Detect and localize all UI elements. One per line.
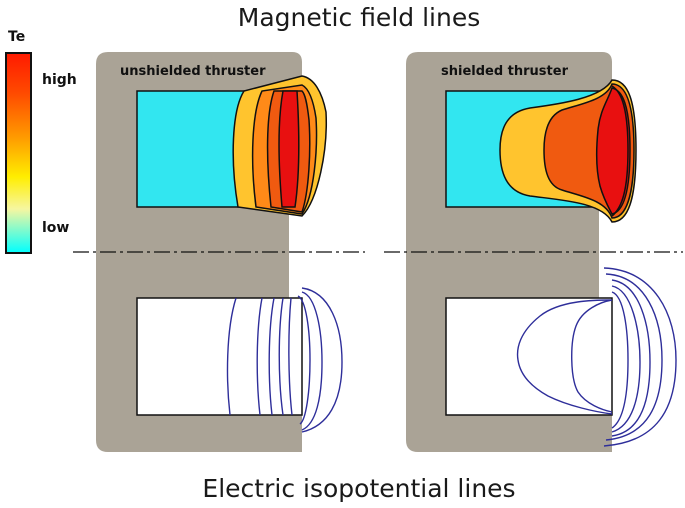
shielded-isopotential-line: [611, 279, 651, 437]
shielded-zone-inner: [611, 85, 629, 217]
unshielded-zone-red: [278, 90, 300, 208]
unshielded-isopotential-line: [288, 297, 293, 416]
unshielded-isopotential-line: [226, 297, 237, 416]
unshielded-channel-lower: [136, 297, 303, 416]
shielded-electric-region: [445, 267, 677, 447]
bottom-title: Electric isopotential lines: [202, 474, 515, 503]
colorbar-label: Te: [8, 29, 25, 45]
unshielded-isopotential-line: [301, 287, 343, 433]
unshielded-electric-region: [136, 287, 343, 433]
unshielded-thruster-label: unshielded thruster: [120, 64, 266, 79]
unshielded-magnetic-region: unshielded thruster: [120, 64, 328, 217]
unshielded-isopotential-line: [297, 295, 311, 425]
shielded-isopotential-line: [571, 299, 613, 413]
unshielded-isopotential-line: [278, 297, 284, 416]
top-title: Magnetic field lines: [238, 3, 480, 32]
unshielded-thruster-panel: unshielded thruster: [96, 52, 343, 452]
unshielded-isopotential-line: [301, 291, 323, 431]
shielded-magnetic-region: shielded thruster: [441, 64, 637, 223]
unshielded-isopotential-line: [256, 297, 263, 416]
shielded-thruster-label: shielded thruster: [441, 64, 569, 79]
colorbar-low-label: low: [42, 220, 69, 236]
shielded-isopotential-line: [605, 273, 663, 441]
colorbar-high-label: high: [42, 72, 77, 88]
unshielded-isopotential-line: [268, 297, 275, 416]
shielded-isopotential-line: [611, 291, 629, 429]
shielded-zone-red: [595, 87, 631, 215]
shielded-isopotential-line: [611, 285, 641, 433]
colorbar: Te high low: [5, 29, 77, 254]
shielded-isopotential-line: [603, 267, 677, 447]
shielded-isopotential-line: [516, 299, 613, 415]
colorbar-gradient: [5, 52, 32, 254]
shielded-thruster-panel: shielded thruster: [406, 52, 677, 452]
shielded-channel-lower: [445, 297, 613, 416]
